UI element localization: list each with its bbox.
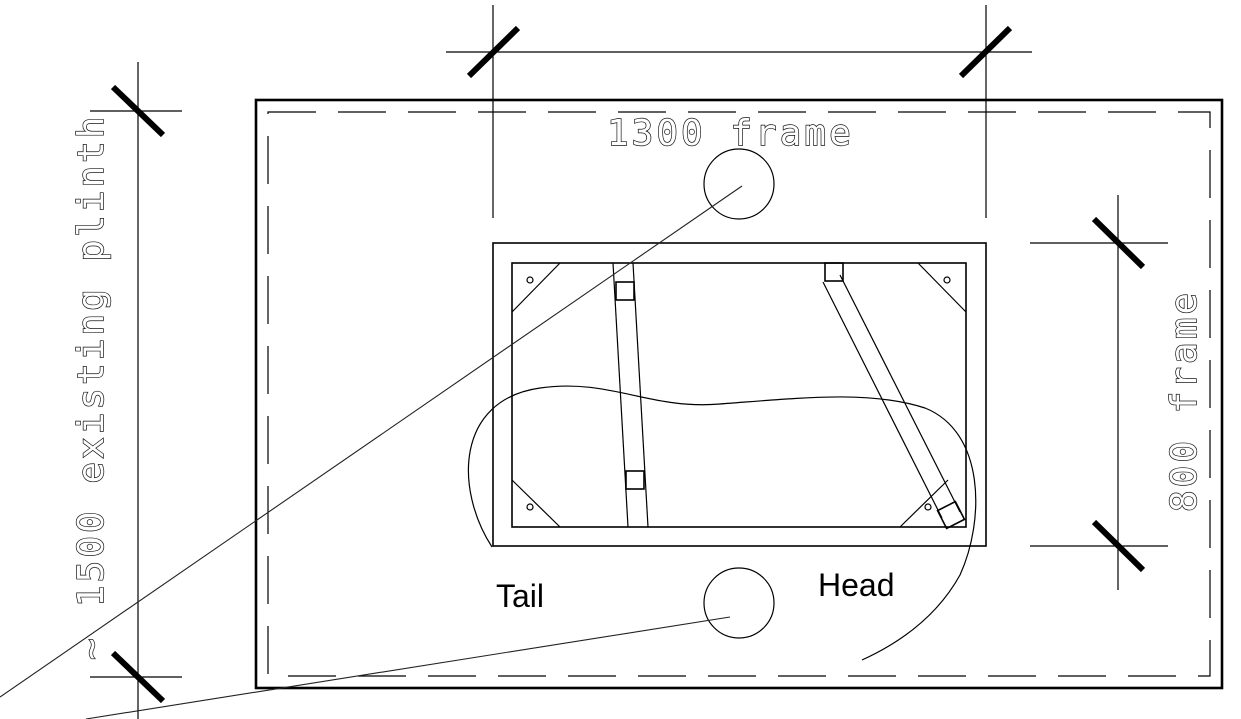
lower-circle [703, 567, 775, 639]
head-label: Head [818, 567, 895, 603]
plinth-approx-symbol: ~ [71, 635, 112, 660]
frame-width-label: 1300 frame [607, 113, 854, 154]
frame-height-dimension [1030, 195, 1168, 590]
plinth-outline [254, 98, 1224, 690]
plinth-dimension [90, 62, 182, 719]
body-outline-curve [467, 385, 977, 661]
leader-line-upper [0, 185, 743, 698]
plinth-dashed-offset [267, 111, 1211, 677]
frame-inner [511, 262, 967, 528]
frame-outer [492, 242, 987, 547]
corner-braces [511, 262, 967, 528]
right-cross-member [822, 262, 966, 530]
plinth-label: 1500 existing plinth [71, 114, 112, 607]
frame-width-dimension [446, 5, 1032, 218]
upper-circle [703, 148, 775, 220]
tail-label: Tail [496, 578, 544, 614]
frame-height-label: 800 frame [1164, 290, 1205, 512]
leader-line-lower [85, 616, 731, 719]
left-cross-member [612, 262, 649, 528]
